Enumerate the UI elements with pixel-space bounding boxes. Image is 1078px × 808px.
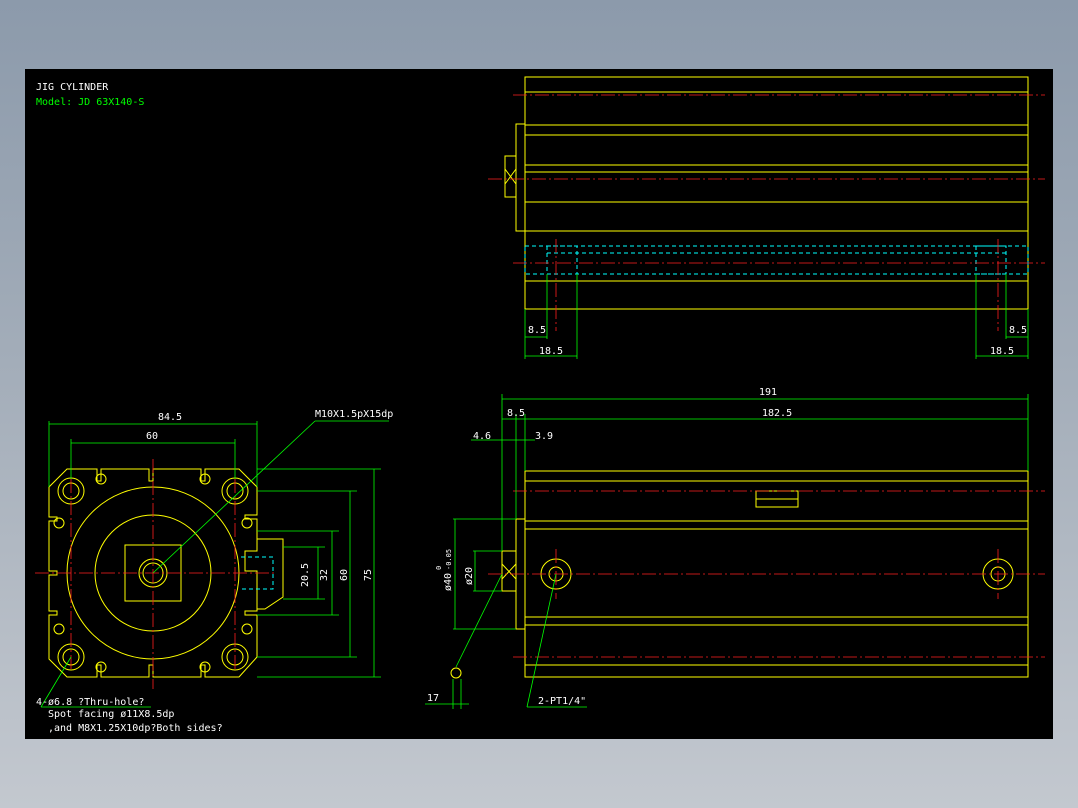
cad-viewport[interactable]: JIG CYLINDER Model: JD 63X140-S bbox=[25, 69, 1053, 739]
dim-bore-tol: -0.05 bbox=[445, 549, 453, 570]
dim-191: 191 bbox=[759, 387, 777, 398]
thread-callout: M10X1.5pX15dp bbox=[315, 409, 393, 420]
port-callout: 2-PT1/4" bbox=[538, 696, 586, 707]
front-view: 84.5 60 20.5 32 60 75 M10X1.5pX15dp 4-ø6… bbox=[35, 409, 393, 734]
dim-32: 32 bbox=[319, 569, 330, 581]
dim-17: 17 bbox=[427, 693, 439, 704]
dim-top-left-large: 18.5 bbox=[539, 346, 563, 357]
note-line-3: ,and M8X1.25X10dp?Both sides? bbox=[48, 723, 223, 734]
top-view: 8.5 18.5 8.5 18.5 bbox=[488, 76, 1045, 359]
dim-75: 75 bbox=[363, 569, 374, 581]
dim-4-6: 4.6 bbox=[473, 431, 491, 442]
dim-60-vert: 60 bbox=[339, 569, 350, 581]
dim-front-pitch: 60 bbox=[146, 431, 158, 442]
dim-8-5: 8.5 bbox=[507, 408, 525, 419]
model-label: Model: JD 63X140-S bbox=[36, 97, 144, 108]
side-view: 191 182.5 8.5 4.6 3.9 ø40 -0.05 0 ø20 17… bbox=[425, 387, 1045, 709]
dim-top-right-small: 8.5 bbox=[1009, 325, 1027, 336]
dim-20-5: 20.5 bbox=[300, 563, 311, 587]
drawing-canvas: JIG CYLINDER Model: JD 63X140-S bbox=[35, 76, 1045, 734]
dim-front-width: 84.5 bbox=[158, 412, 182, 423]
dim-top-left-small: 8.5 bbox=[528, 325, 546, 336]
dim-182-5: 182.5 bbox=[762, 408, 792, 419]
note-line-1: 4-ø6.8 ?Thru-hole? bbox=[36, 697, 144, 708]
dim-rod-dia: ø20 bbox=[464, 567, 475, 585]
dim-top-right-large: 18.5 bbox=[990, 346, 1014, 357]
dim-bore-tol-upper: 0 bbox=[435, 566, 443, 570]
note-line-2: Spot facing ø11X8.5dp bbox=[48, 709, 174, 720]
drawing-title: JIG CYLINDER bbox=[36, 82, 109, 93]
dim-bore-dia: ø40 bbox=[443, 573, 454, 591]
dim-3-9: 3.9 bbox=[535, 431, 553, 442]
